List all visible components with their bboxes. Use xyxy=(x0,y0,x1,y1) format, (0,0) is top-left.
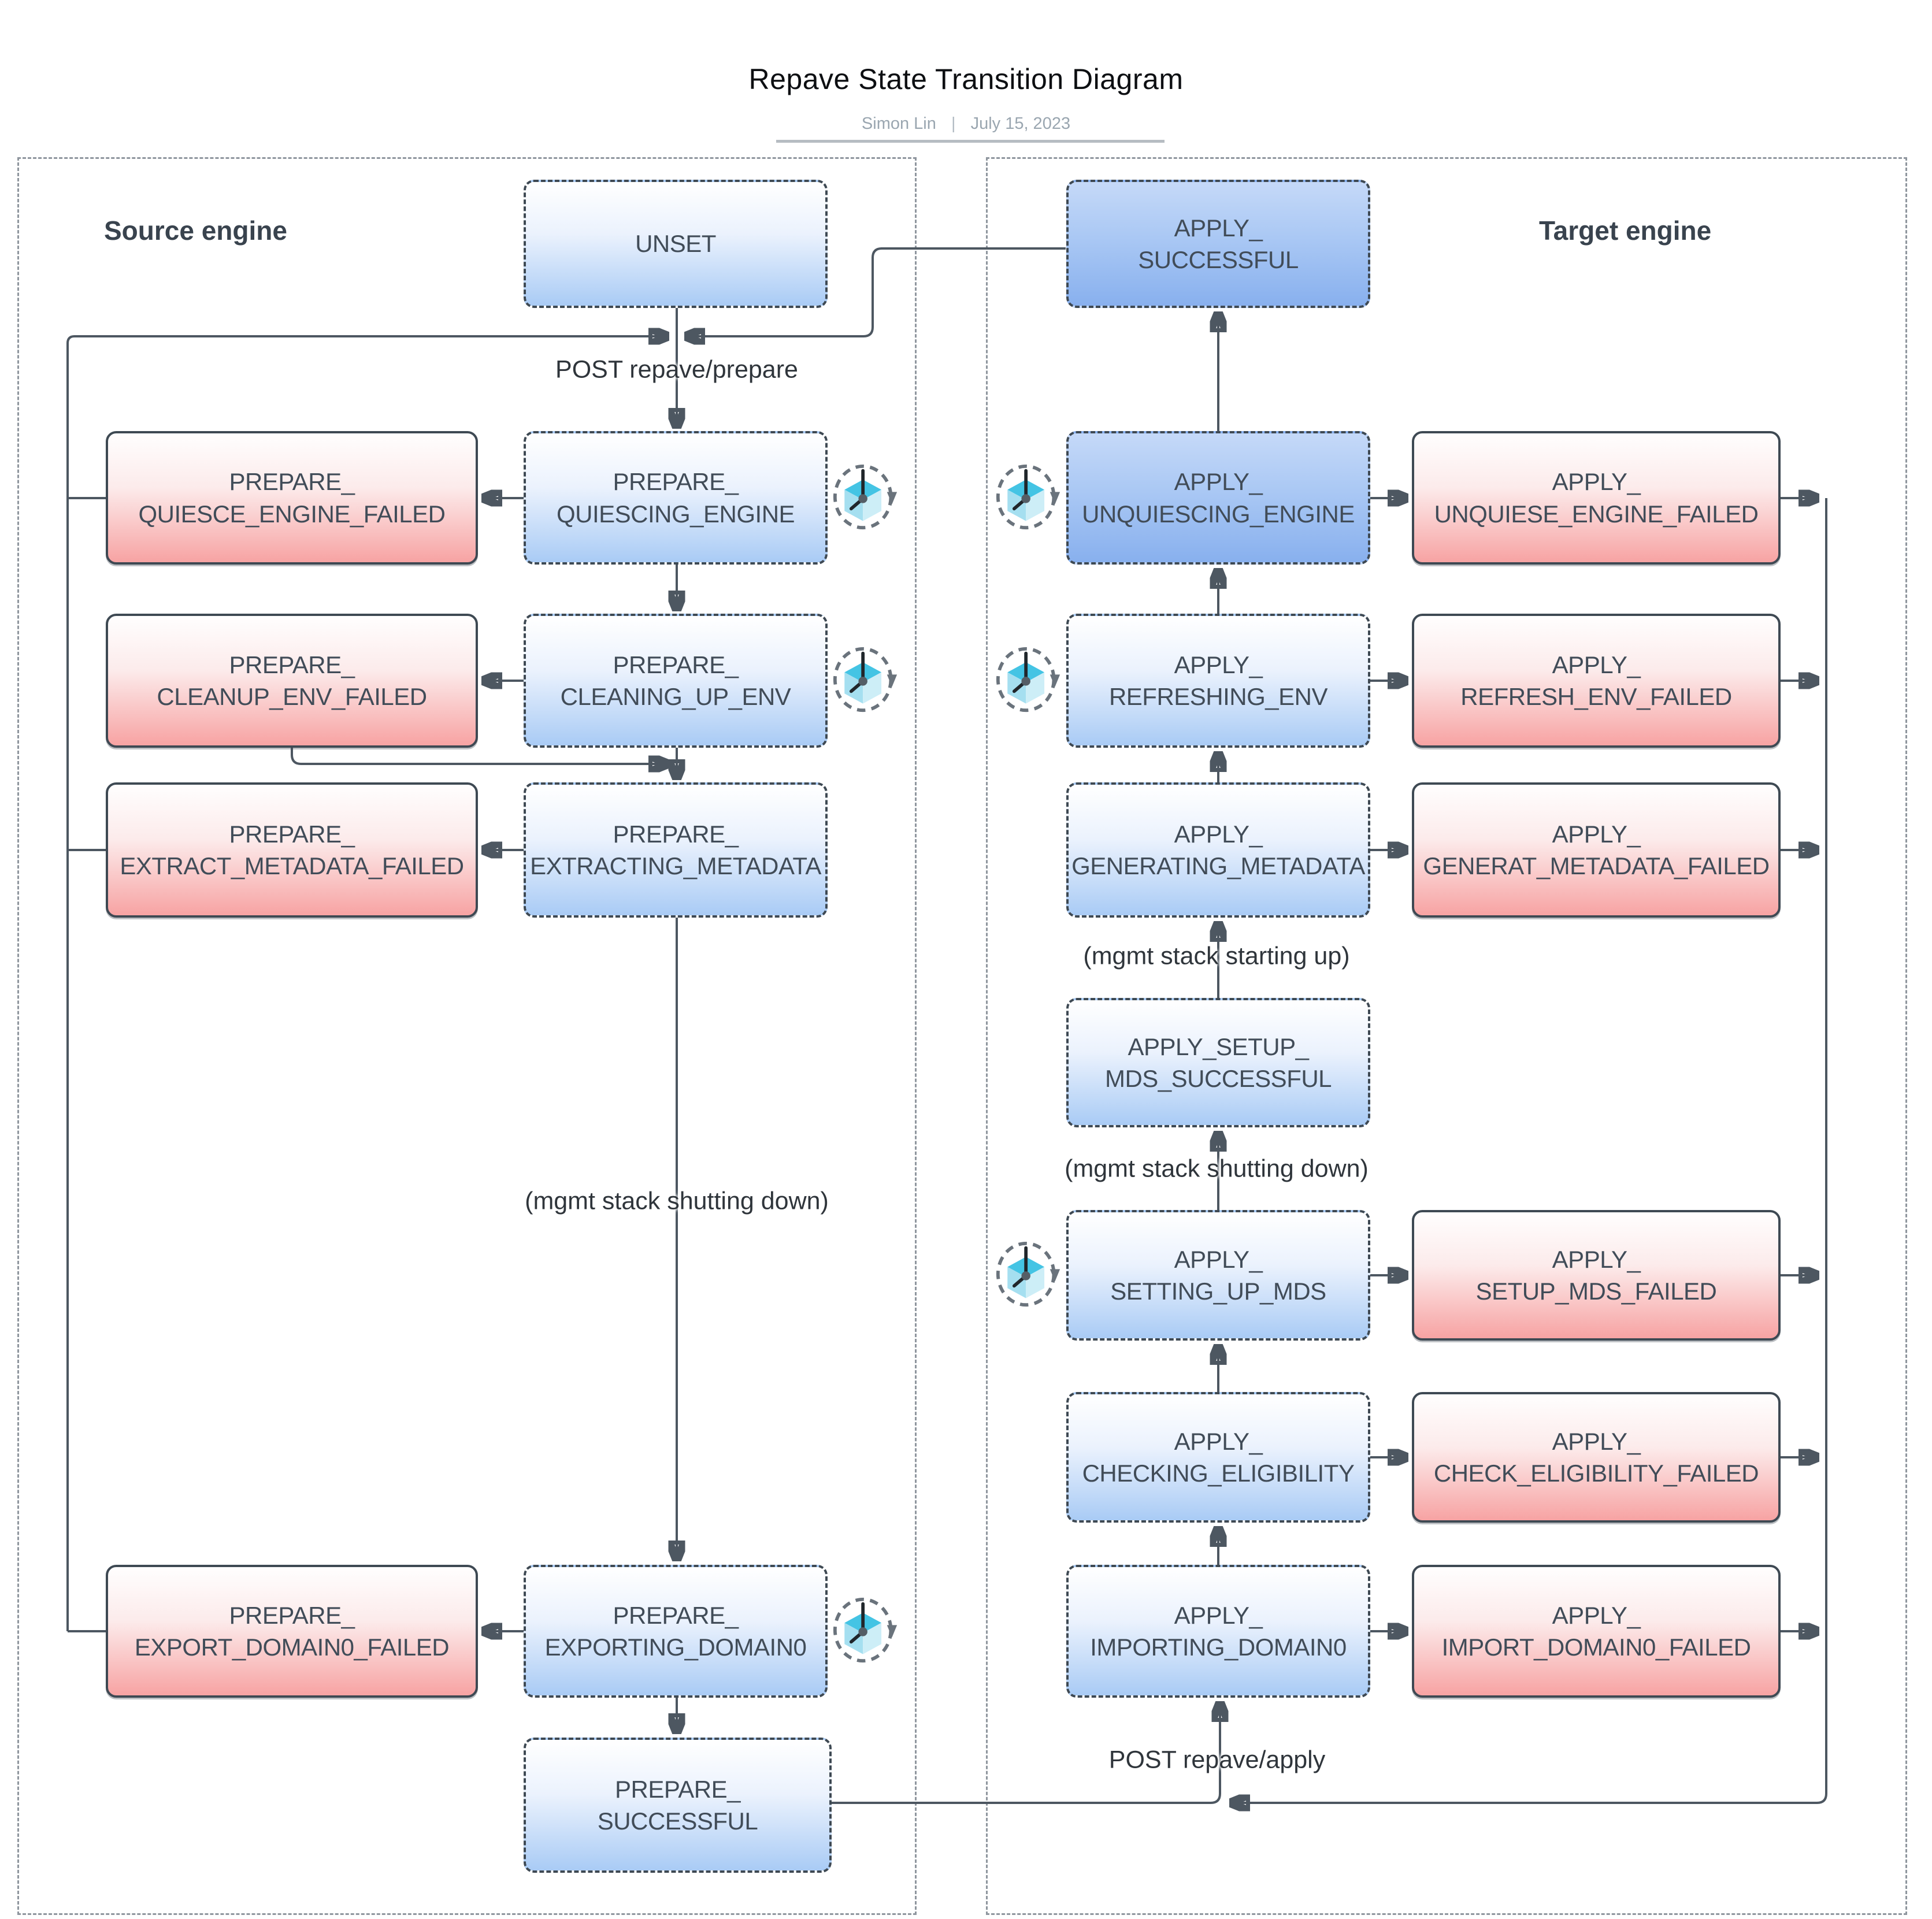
retry-clock-icon xyxy=(832,1595,899,1666)
page-title: Repave State Transition Diagram xyxy=(748,63,1184,95)
title-divider xyxy=(776,140,1165,143)
state-prepare-extracting-metadata: PREPARE_ EXTRACTING_METADATA xyxy=(524,782,828,918)
state-label: APPLY_ IMPORT_DOMAIN0_FAILED xyxy=(1441,1601,1751,1661)
target-engine-container xyxy=(986,157,1907,1915)
state-label: APPLY_ REFRESH_ENV_FAILED xyxy=(1460,651,1732,710)
state-label: PREPARE_ EXTRACT_METADATA_FAILED xyxy=(120,820,464,879)
byline: Simon Lin | July 15, 2023 xyxy=(0,114,1932,133)
state-label: PREPARE_ EXPORTING_DOMAIN0 xyxy=(544,1601,807,1661)
state-label: APPLY_ SETTING_UP_MDS xyxy=(1110,1245,1326,1305)
state-apply-unquiese-engine-failed: APPLY_ UNQUIESE_ENGINE_FAILED xyxy=(1412,431,1781,565)
state-label: APPLY_ CHECK_ELIGIBILITY_FAILED xyxy=(1433,1427,1759,1487)
state-apply-setup-mds-successful: APPLY_SETUP_ MDS_SUCCESSFUL xyxy=(1066,998,1370,1127)
retry-clock-icon xyxy=(995,1239,1062,1310)
state-apply-generating-metadata: APPLY_ GENERATING_METADATA xyxy=(1066,782,1370,918)
state-apply-refreshing-env: APPLY_ REFRESHING_ENV xyxy=(1066,614,1370,748)
edge-label-post-repave-prepare: POST repave/prepare xyxy=(555,355,798,384)
state-apply-successful: APPLY_ SUCCESSFUL xyxy=(1066,180,1370,308)
edge-label-mgmt-stack-starting-up: (mgmt stack starting up) xyxy=(1083,942,1350,970)
state-label: APPLY_ IMPORTING_DOMAIN0 xyxy=(1090,1601,1347,1661)
state-label: PREPARE_ EXPORT_DOMAIN0_FAILED xyxy=(134,1601,450,1661)
byline-author: Simon Lin xyxy=(861,114,936,133)
retry-clock-icon xyxy=(995,462,1062,533)
state-apply-setting-up-mds: APPLY_ SETTING_UP_MDS xyxy=(1066,1210,1370,1341)
state-label: PREPARE_ EXTRACTING_METADATA xyxy=(530,820,821,879)
state-label: APPLY_ REFRESHING_ENV xyxy=(1108,651,1328,710)
retry-clock-icon xyxy=(832,645,899,715)
state-label: APPLY_ GENERAT_METADATA_FAILED xyxy=(1423,820,1770,879)
state-prepare-exporting-domain0: PREPARE_ EXPORTING_DOMAIN0 xyxy=(524,1565,828,1698)
state-apply-checking-eligibility: APPLY_ CHECKING_ELIGIBILITY xyxy=(1066,1392,1370,1523)
edge-label-mgmt-stack-shutting-down-target: (mgmt stack shutting down) xyxy=(1065,1155,1369,1183)
source-engine-container xyxy=(17,157,917,1915)
state-label: PREPARE_ QUIESCING_ENGINE xyxy=(556,468,795,528)
state-prepare-extract-metadata-failed: PREPARE_ EXTRACT_METADATA_FAILED xyxy=(106,782,478,918)
state-label: APPLY_SETUP_ MDS_SUCCESSFUL xyxy=(1104,1033,1332,1092)
state-apply-setup-mds-failed: APPLY_ SETUP_MDS_FAILED xyxy=(1412,1210,1781,1341)
state-label: PREPARE_ CLEANING_UP_ENV xyxy=(560,651,791,710)
state-prepare-cleanup-env-failed: PREPARE_ CLEANUP_ENV_FAILED xyxy=(106,614,478,748)
state-apply-importing-domain0: APPLY_ IMPORTING_DOMAIN0 xyxy=(1066,1565,1370,1698)
state-prepare-quiesce-engine-failed: PREPARE_ QUIESCE_ENGINE_FAILED xyxy=(106,431,478,565)
state-apply-import-domain0-failed: APPLY_ IMPORT_DOMAIN0_FAILED xyxy=(1412,1565,1781,1698)
byline-date: July 15, 2023 xyxy=(970,114,1071,133)
state-prepare-cleaning-up-env: PREPARE_ CLEANING_UP_ENV xyxy=(524,614,828,748)
state-label: APPLY_ UNQUIESE_ENGINE_FAILED xyxy=(1434,468,1759,528)
target-engine-label: Target engine xyxy=(1539,216,1712,246)
state-label: APPLY_ GENERATING_METADATA xyxy=(1071,820,1365,879)
state-apply-check-eligibility-failed: APPLY_ CHECK_ELIGIBILITY_FAILED xyxy=(1412,1392,1781,1523)
state-prepare-quiescing-engine: PREPARE_ QUIESCING_ENGINE xyxy=(524,431,828,565)
state-label: PREPARE_ CLEANUP_ENV_FAILED xyxy=(157,651,427,710)
state-unset: UNSET xyxy=(524,180,828,308)
state-label: APPLY_ SUCCESSFUL xyxy=(1138,214,1299,273)
state-label: PREPARE_ QUIESCE_ENGINE_FAILED xyxy=(138,468,446,528)
state-label: UNSET xyxy=(635,230,716,258)
state-prepare-successful: PREPARE_ SUCCESSFUL xyxy=(524,1738,832,1873)
edge-label-mgmt-stack-shutting-down-source: (mgmt stack shutting down) xyxy=(525,1187,829,1215)
state-apply-generat-metadata-failed: APPLY_ GENERAT_METADATA_FAILED xyxy=(1412,782,1781,918)
retry-clock-icon xyxy=(832,462,899,533)
edge-label-post-repave-apply: POST repave/apply xyxy=(1108,1746,1326,1774)
source-engine-label: Source engine xyxy=(104,216,287,246)
byline-separator: | xyxy=(951,114,956,133)
state-prepare-export-domain0-failed: PREPARE_ EXPORT_DOMAIN0_FAILED xyxy=(106,1565,478,1698)
retry-clock-icon xyxy=(995,645,1062,715)
state-label: APPLY_ UNQUIESCING_ENGINE xyxy=(1082,468,1355,528)
state-apply-refresh-env-failed: APPLY_ REFRESH_ENV_FAILED xyxy=(1412,614,1781,748)
state-label: APPLY_ SETUP_MDS_FAILED xyxy=(1475,1245,1717,1305)
state-label: APPLY_ CHECKING_ELIGIBILITY xyxy=(1082,1427,1355,1487)
state-label: PREPARE_ SUCCESSFUL xyxy=(597,1775,758,1835)
state-apply-unquiescing-engine: APPLY_ UNQUIESCING_ENGINE xyxy=(1066,431,1370,565)
